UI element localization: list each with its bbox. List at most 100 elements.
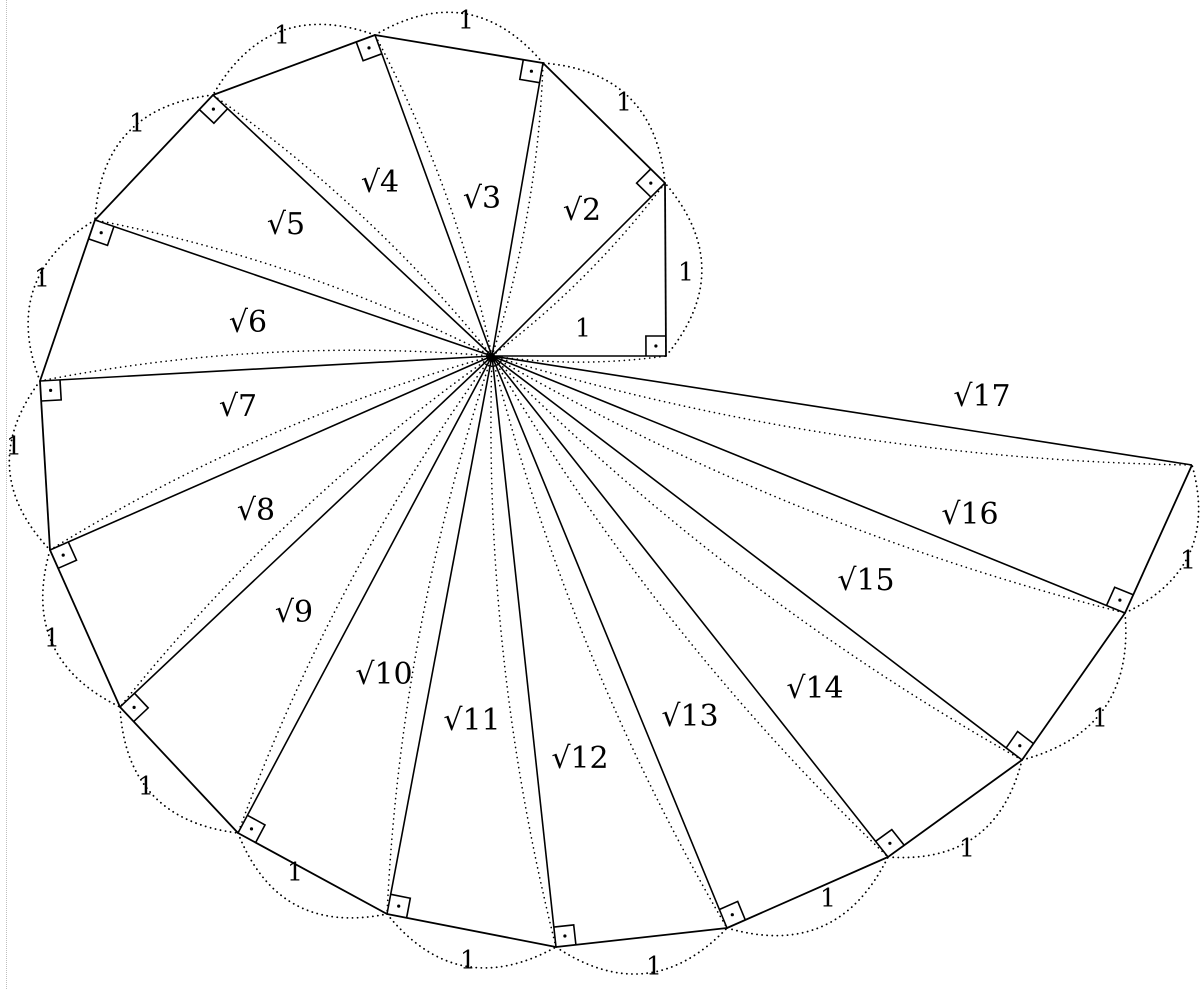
hypotenuse-line: [49, 355, 493, 551]
right-angle-dot: [888, 841, 892, 845]
unit-side-dotted-arc: [119, 706, 239, 834]
unit-side-dotted-arc: [555, 927, 728, 975]
unit-side-line: [39, 380, 51, 551]
hypotenuse-length-label: √7: [219, 389, 257, 424]
unit-length-label: 1: [287, 858, 303, 887]
unit-side-dotted-arc: [27, 219, 96, 382]
right-angle-dot: [367, 46, 371, 50]
unit-side-line: [542, 62, 666, 184]
left-border-line: [6, 0, 7, 989]
unit-length-label: 1: [138, 772, 154, 801]
right-angle-mark: [1005, 730, 1034, 749]
unit-side-line: [386, 913, 557, 948]
unit-side-dotted-arc: [374, 11, 544, 64]
hypotenuse-length-label: √4: [361, 165, 399, 200]
hypotenuse-length-label: √10: [355, 657, 412, 692]
hypotenuse-line: [39, 355, 493, 382]
unit-side-dotted-arc: [8, 380, 51, 551]
unit-side-dotted-arc: [94, 94, 214, 221]
unit-length-label: 1: [646, 952, 662, 981]
unit-length-label: 1: [678, 258, 694, 287]
unit-length-label: 1: [1092, 704, 1108, 733]
unit-length-label: 1: [6, 432, 22, 461]
hypotenuse-length-label: √5: [267, 207, 305, 242]
hypotenuse-dotted-arc: [49, 355, 493, 551]
unit-side-dotted-arc: [1124, 464, 1200, 614]
right-angle-dot: [397, 904, 401, 908]
hypotenuse-dotted-arc: [491, 182, 666, 357]
hypotenuse-line: [237, 355, 493, 834]
unit-side-line: [887, 759, 1023, 858]
unit-length-label: 1: [460, 946, 476, 975]
hypotenuse-line: [94, 219, 493, 357]
hypotenuse-dotted-arc: [374, 34, 493, 357]
right-angle-dot: [132, 705, 136, 710]
unit-side-line: [555, 927, 728, 948]
hypotenuse-length-label: √15: [837, 563, 894, 598]
hypotenuse-length-label: √14: [786, 671, 843, 706]
right-angle-dot: [654, 344, 658, 348]
unit-side-dotted-arc: [41, 549, 121, 708]
hypotenuse-dotted-arc: [491, 355, 728, 929]
spiral-centre-point: [489, 353, 495, 359]
hypotenuse-dotted-arc: [491, 355, 1126, 614]
hypotenuse-length-label: √2: [563, 193, 601, 228]
hypotenuse-length-label: √9: [275, 595, 313, 630]
right-angle-dot: [249, 827, 254, 831]
unit-side-dotted-arc: [664, 182, 703, 357]
hypotenuse-length-label: √6: [229, 305, 267, 340]
hypotenuse-line: [374, 34, 493, 357]
hypotenuse-length-label: √17: [953, 379, 1010, 414]
hypotenuse-length-label: √8: [237, 493, 275, 528]
right-angle-mark: [390, 893, 412, 918]
first-leg-label: 1: [575, 314, 591, 343]
unit-side-line: [94, 94, 214, 221]
unit-length-label: 1: [34, 264, 50, 293]
hypotenuse-dotted-arc: [39, 349, 493, 382]
right-angle-mark: [88, 226, 115, 247]
right-angle-dot: [730, 913, 734, 917]
hypotenuse-line: [491, 355, 889, 858]
unit-side-line: [49, 549, 121, 708]
hypotenuse-line: [491, 355, 1126, 614]
right-angle-mark: [133, 692, 150, 723]
unit-side-dotted-arc: [212, 23, 376, 96]
hypotenuse-dotted-arc: [119, 355, 493, 708]
solid-lines-layer: [39, 34, 1193, 948]
unit-length-label: 1: [129, 109, 145, 138]
right-angle-dot: [49, 388, 53, 392]
unit-side-dotted-arc: [237, 832, 388, 919]
hypotenuse-line: [491, 62, 544, 357]
dotted-arcs-layer: [8, 11, 1200, 975]
right-angle-mark: [553, 924, 577, 945]
right-angle-mark: [518, 59, 540, 84]
right-angle-mark: [198, 108, 229, 125]
hypotenuse-line: [491, 182, 666, 357]
right-angle-dot: [649, 181, 653, 185]
unit-side-dotted-arc: [542, 62, 666, 184]
hypotenuse-dotted-arc: [212, 94, 493, 357]
right-angle-mark: [247, 814, 267, 843]
unit-side-line: [1124, 464, 1193, 614]
unit-side-dotted-arc: [887, 759, 1023, 859]
unit-side-line: [664, 182, 667, 357]
unit-side-line: [237, 832, 388, 915]
hypotenuse-line: [119, 355, 493, 708]
hypotenuse-dotted-arc: [491, 355, 1193, 466]
right-angle-dot: [563, 934, 567, 938]
hypotenuse-line: [491, 355, 1193, 466]
hypotenuse-line: [491, 355, 1023, 761]
hypotenuse-line: [212, 94, 493, 357]
right-angle-dot: [1118, 598, 1122, 602]
unit-length-label: 1: [458, 6, 474, 35]
hypotenuse-length-label: √12: [551, 741, 608, 776]
unit-length-label: 1: [274, 21, 290, 50]
unit-length-label: 1: [959, 834, 975, 863]
hypotenuse-length-label: √11: [443, 703, 500, 738]
right-angle-mark: [1105, 586, 1134, 606]
unit-length-label: 1: [1180, 546, 1196, 575]
unit-side-line: [1021, 612, 1126, 761]
unit-side-dotted-arc: [726, 856, 889, 937]
